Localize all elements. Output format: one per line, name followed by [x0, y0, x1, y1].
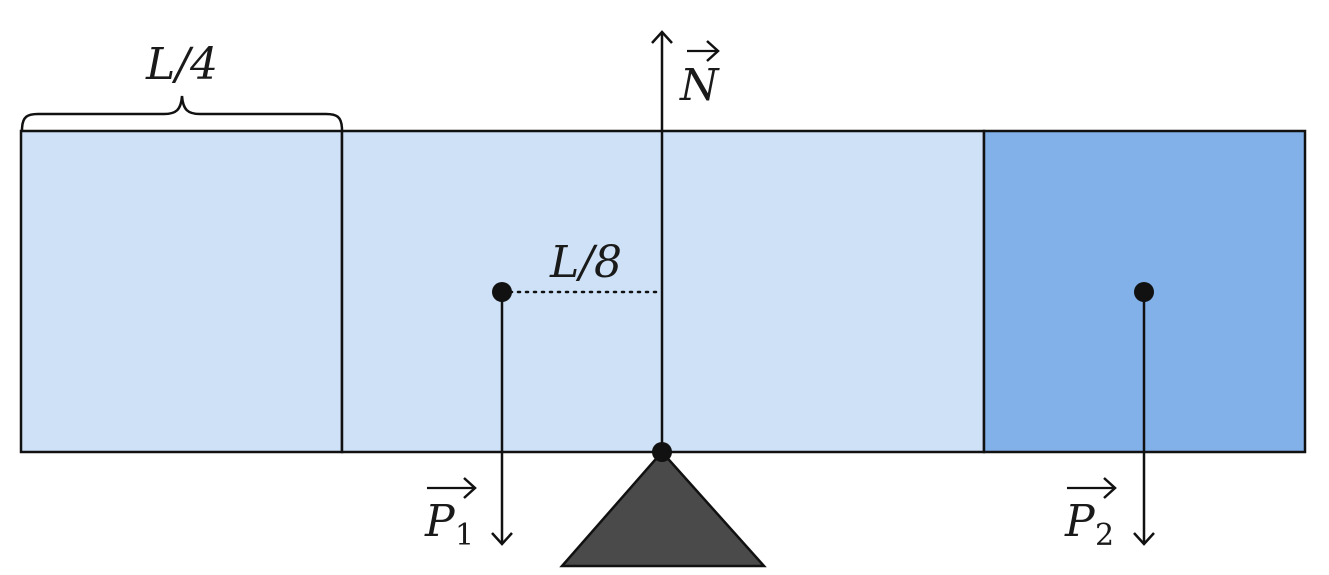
normal-force-label: N	[679, 40, 720, 111]
pivot-point	[652, 442, 672, 462]
svg-text:1: 1	[455, 518, 474, 553]
weight-1-label: P 1	[424, 477, 477, 553]
center-of-mass-2	[1134, 282, 1154, 302]
weight-2-label: P 2	[1064, 477, 1117, 553]
svg-text:P: P	[1064, 496, 1096, 547]
eighth-length-label: L/8	[549, 237, 622, 288]
svg-text:N: N	[679, 60, 720, 111]
quarter-brace	[20, 95, 344, 131]
plank-left-quarter	[19, 129, 344, 454]
svg-text:P: P	[424, 496, 456, 547]
center-of-mass-1	[492, 282, 512, 302]
svg-text:2: 2	[1095, 518, 1114, 553]
quarter-length-label: L/4	[145, 39, 218, 90]
fulcrum-triangle	[559, 450, 767, 568]
